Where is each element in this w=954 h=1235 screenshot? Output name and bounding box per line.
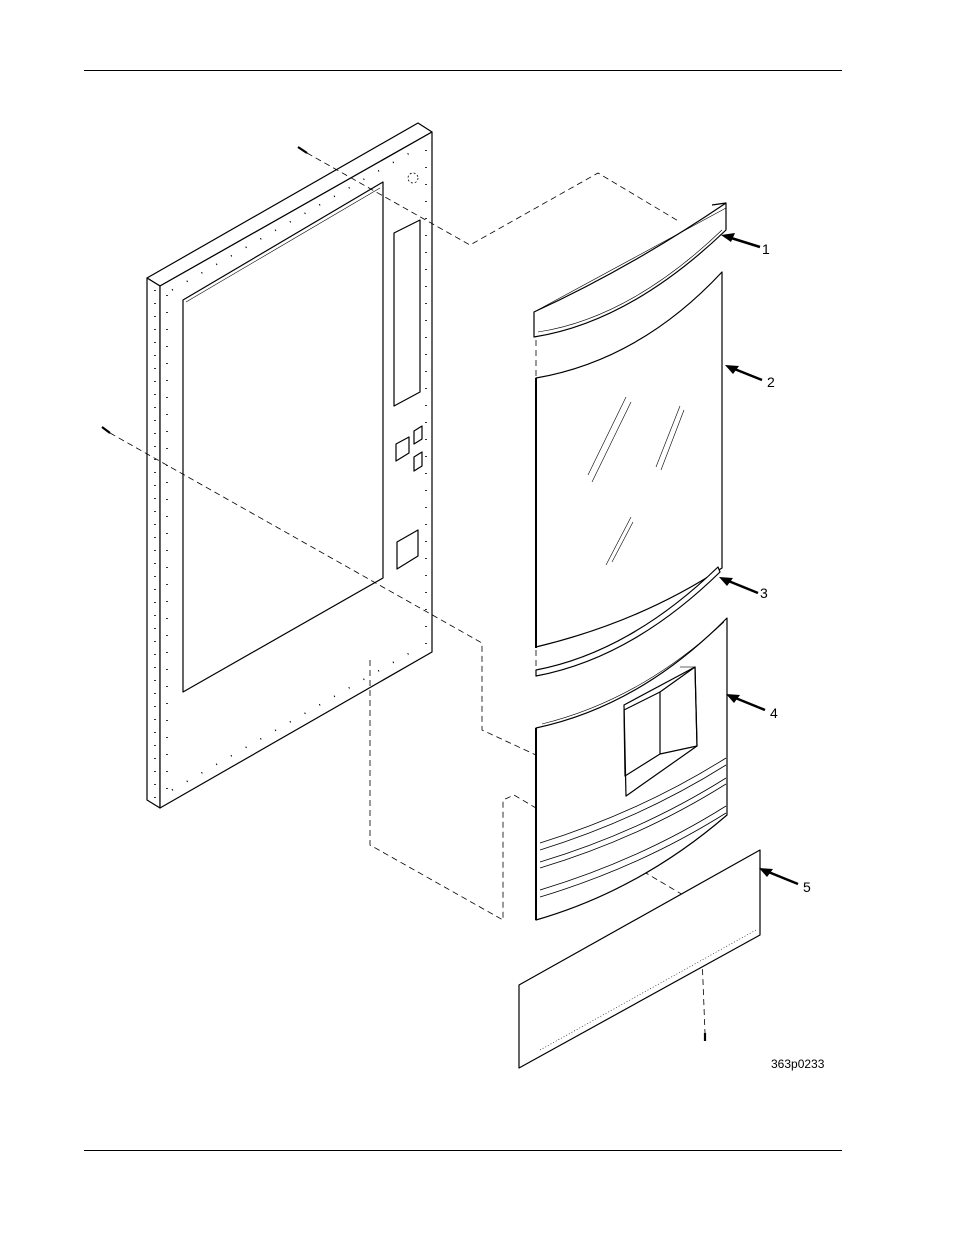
arrow-1: [728, 237, 760, 247]
screw-mid-left: [102, 427, 110, 433]
callout-2-label: 2: [767, 374, 775, 390]
figure-number: 363p0233: [771, 1057, 825, 1071]
callout-5-label: 5: [803, 879, 811, 895]
callout-4-label: 4: [770, 705, 778, 721]
arrow-4: [733, 697, 765, 710]
arrow-3: [726, 580, 758, 593]
arrow-5: [766, 871, 798, 884]
arrow-2: [732, 368, 762, 380]
callout-3-label: 3: [760, 585, 768, 601]
callout-arrows: [726, 237, 798, 884]
door-frame: [147, 123, 432, 808]
callout-1-label: 1: [762, 241, 770, 257]
screw-top-left: [298, 147, 307, 153]
